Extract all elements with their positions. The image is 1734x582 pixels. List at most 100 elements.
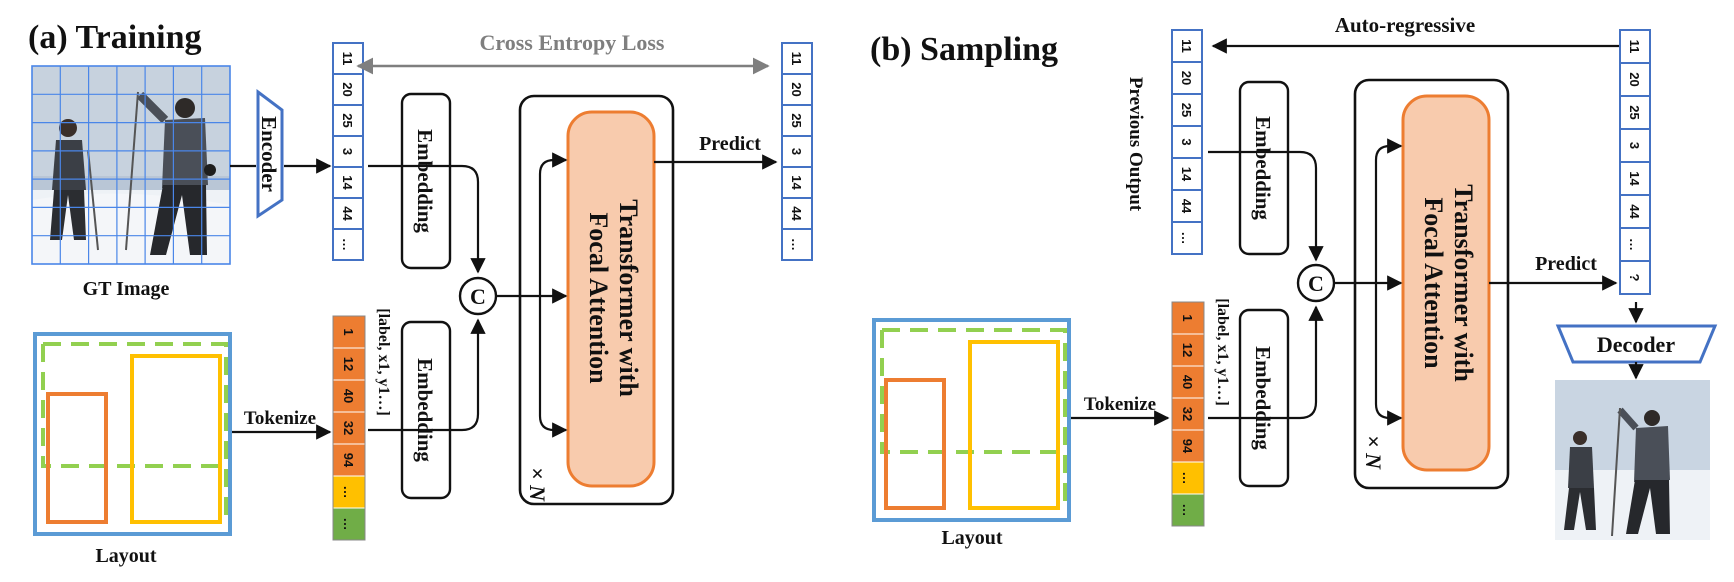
sampling-layout-token-text: 94 [1180,439,1195,454]
sampling-residual-bottom-arrow [1374,283,1403,426]
previous-token-column: 11 20 25 3 14 44 … [1171,29,1203,255]
output-token-text: 14 [1627,171,1642,186]
predicted-token-text: 3 [789,148,804,155]
previous-token-text: 3 [1179,138,1194,145]
sampling-layout-label: Layout [941,527,1002,549]
predicted-token-text: 14 [789,175,804,190]
sampling-embedding-top-label: Embedding [1251,116,1275,220]
output-token-text: ? [1627,274,1642,282]
sampling-embedding-bottom-label: Embedding [1251,346,1275,450]
previous-token-cell [1171,221,1203,255]
tokenize-label: Tokenize [244,408,316,429]
image-token-cell [332,197,364,230]
generated-image [1555,380,1710,540]
decoder-label: Decoder [1597,332,1675,357]
image-token-text: … [340,238,355,251]
previous-token-text: 44 [1179,199,1194,214]
sampling-layout-token-text: … [1180,472,1195,485]
sampling-transformer-label-line2: Focal Attention [1419,197,1448,369]
image-token-text: 14 [340,175,355,190]
sampling-title: (b) Sampling [870,31,1058,68]
sampling-layout-token-text: 40 [1180,375,1195,389]
output-token-text: … [1627,238,1642,251]
layout-token-cell [332,507,366,541]
sampling-tokenize-label: Tokenize [1084,394,1156,415]
layout-token-text: 94 [341,453,356,468]
layout-token-text: … [341,518,356,531]
gt-image [32,66,230,264]
image-token-cell [332,73,364,106]
sampling-layout-token-cell [1171,397,1205,431]
image-token-text: 3 [340,148,355,155]
previous-token-text: … [1179,232,1194,245]
layout-token-text: 1 [341,328,356,335]
encoder-block [256,89,284,219]
output-token-cell [1619,128,1651,163]
token-format-label: [label, x1, y1…] [375,308,392,416]
decoder-block [1555,324,1718,364]
sampling-embed-bottom-arrow [1208,305,1324,420]
residual-bottom-arrow [538,296,568,438]
encoder-label: Encoder [257,116,281,192]
image-token-column: 11 20 25 3 14 44 … [332,42,364,261]
sampling-predict-label: Predict [1535,253,1597,275]
embedding-top-block [400,92,452,270]
layout-token-cell [332,475,366,509]
sampling-concat-label: C [1308,271,1324,296]
gt-image-label: GT Image [83,278,170,300]
predicted-token-text: 25 [789,113,804,127]
sampling-layout-canvas [872,318,1071,522]
image-token-cell [332,104,364,137]
predicted-token-cell [781,104,813,137]
output-token-cell [1619,260,1651,295]
image-token-text: 11 [340,52,355,66]
layout-canvas [33,332,232,536]
predicted-token-text: 44 [789,206,804,221]
output-token-text: 20 [1627,72,1642,86]
previous-token-cell [1171,29,1203,63]
predicted-token-cell [781,135,813,168]
residual-top-arrow [538,152,568,296]
sampling-layout-token-column: 1 12 40 32 94 … … [1171,301,1205,527]
repeat-label: × N [525,467,550,502]
output-token-cell [1619,29,1651,64]
output-token-text: 3 [1627,142,1642,149]
sampling-layout-token-text: 12 [1180,343,1195,357]
transformer-label-line2: Focal Attention [584,212,613,384]
predicted-token-text: 20 [789,82,804,96]
predict-label: Predict [699,133,761,155]
sampling-layout-token-text: 1 [1180,314,1195,321]
previous-token-text: 25 [1179,103,1194,117]
predicted-token-text: … [789,238,804,251]
sampling-token-format-label: [label, x1, y1…] [1214,298,1231,406]
previous-token-text: 14 [1179,167,1194,182]
image-token-text: 25 [340,113,355,127]
sampling-residual-top-arrow [1374,138,1403,283]
autoregressive-label: Auto-regressive [1335,13,1475,37]
transformer-block [566,110,656,488]
sampling-embedding-bottom-block [1238,308,1290,488]
sampling-layout-token-text: 32 [1180,407,1195,421]
layout-token-text: … [341,486,356,499]
image-token-text: 20 [340,82,355,96]
previous-token-text: 11 [1179,39,1194,53]
predicted-token-text: 11 [789,52,804,66]
predicted-token-cell [781,228,813,261]
previous-token-text: 20 [1179,71,1194,85]
sampling-layout-token-cell [1171,461,1205,495]
transformer-label-line1: Transformer with [614,199,643,397]
layout-token-text: 40 [341,389,356,403]
image-token-text: 44 [340,206,355,221]
sampling-repeat-label: × N [1361,435,1386,470]
sampling-embedding-top-block [1238,80,1290,256]
sampling-layout-token-text: … [1180,504,1195,517]
layout-token-outline [332,315,366,541]
layout-token-cell [332,347,366,381]
output-token-cell [1619,95,1651,130]
predicted-token-column: 11 20 25 3 14 44 … [781,42,813,261]
training-title: (a) Training [28,19,202,56]
sampling-layout-token-outline [1171,301,1205,527]
layout-token-text: 32 [341,421,356,435]
